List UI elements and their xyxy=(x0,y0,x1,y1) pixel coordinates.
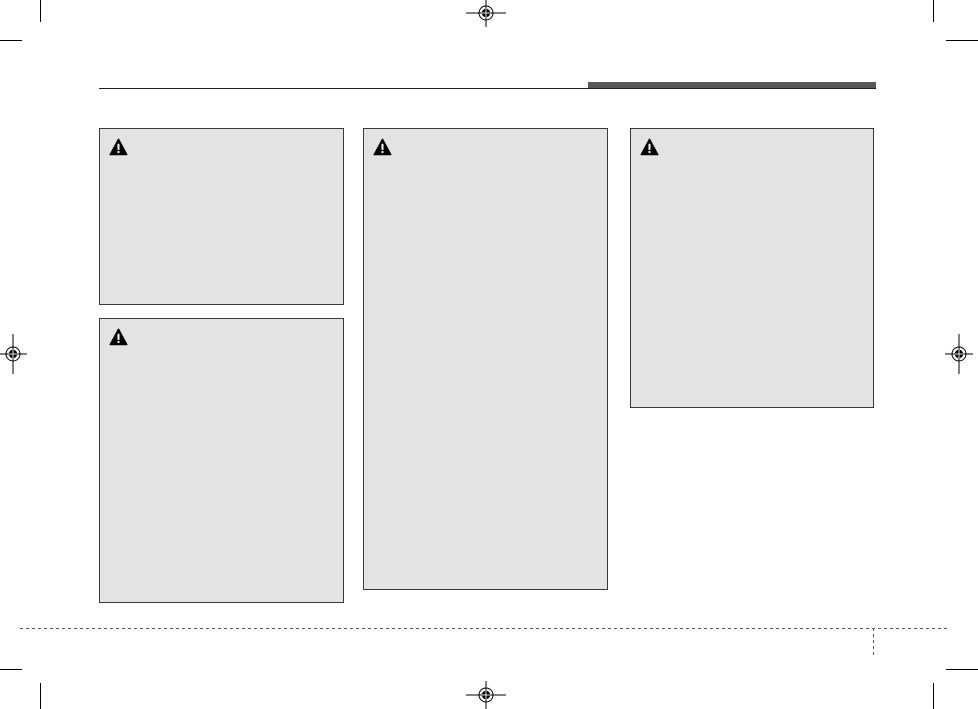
warning-box xyxy=(363,128,608,590)
warning-box xyxy=(630,128,874,408)
warning-box xyxy=(99,318,344,603)
header-bar xyxy=(588,82,876,88)
warning-icon xyxy=(640,138,659,156)
registration-mark-icon xyxy=(944,333,974,375)
registration-mark-icon xyxy=(0,333,28,375)
warning-icon xyxy=(373,138,392,156)
registration-mark-icon xyxy=(465,0,507,28)
warning-box xyxy=(99,128,344,305)
warning-icon xyxy=(109,138,128,156)
registration-mark-icon xyxy=(465,680,507,709)
warning-icon xyxy=(109,328,128,346)
